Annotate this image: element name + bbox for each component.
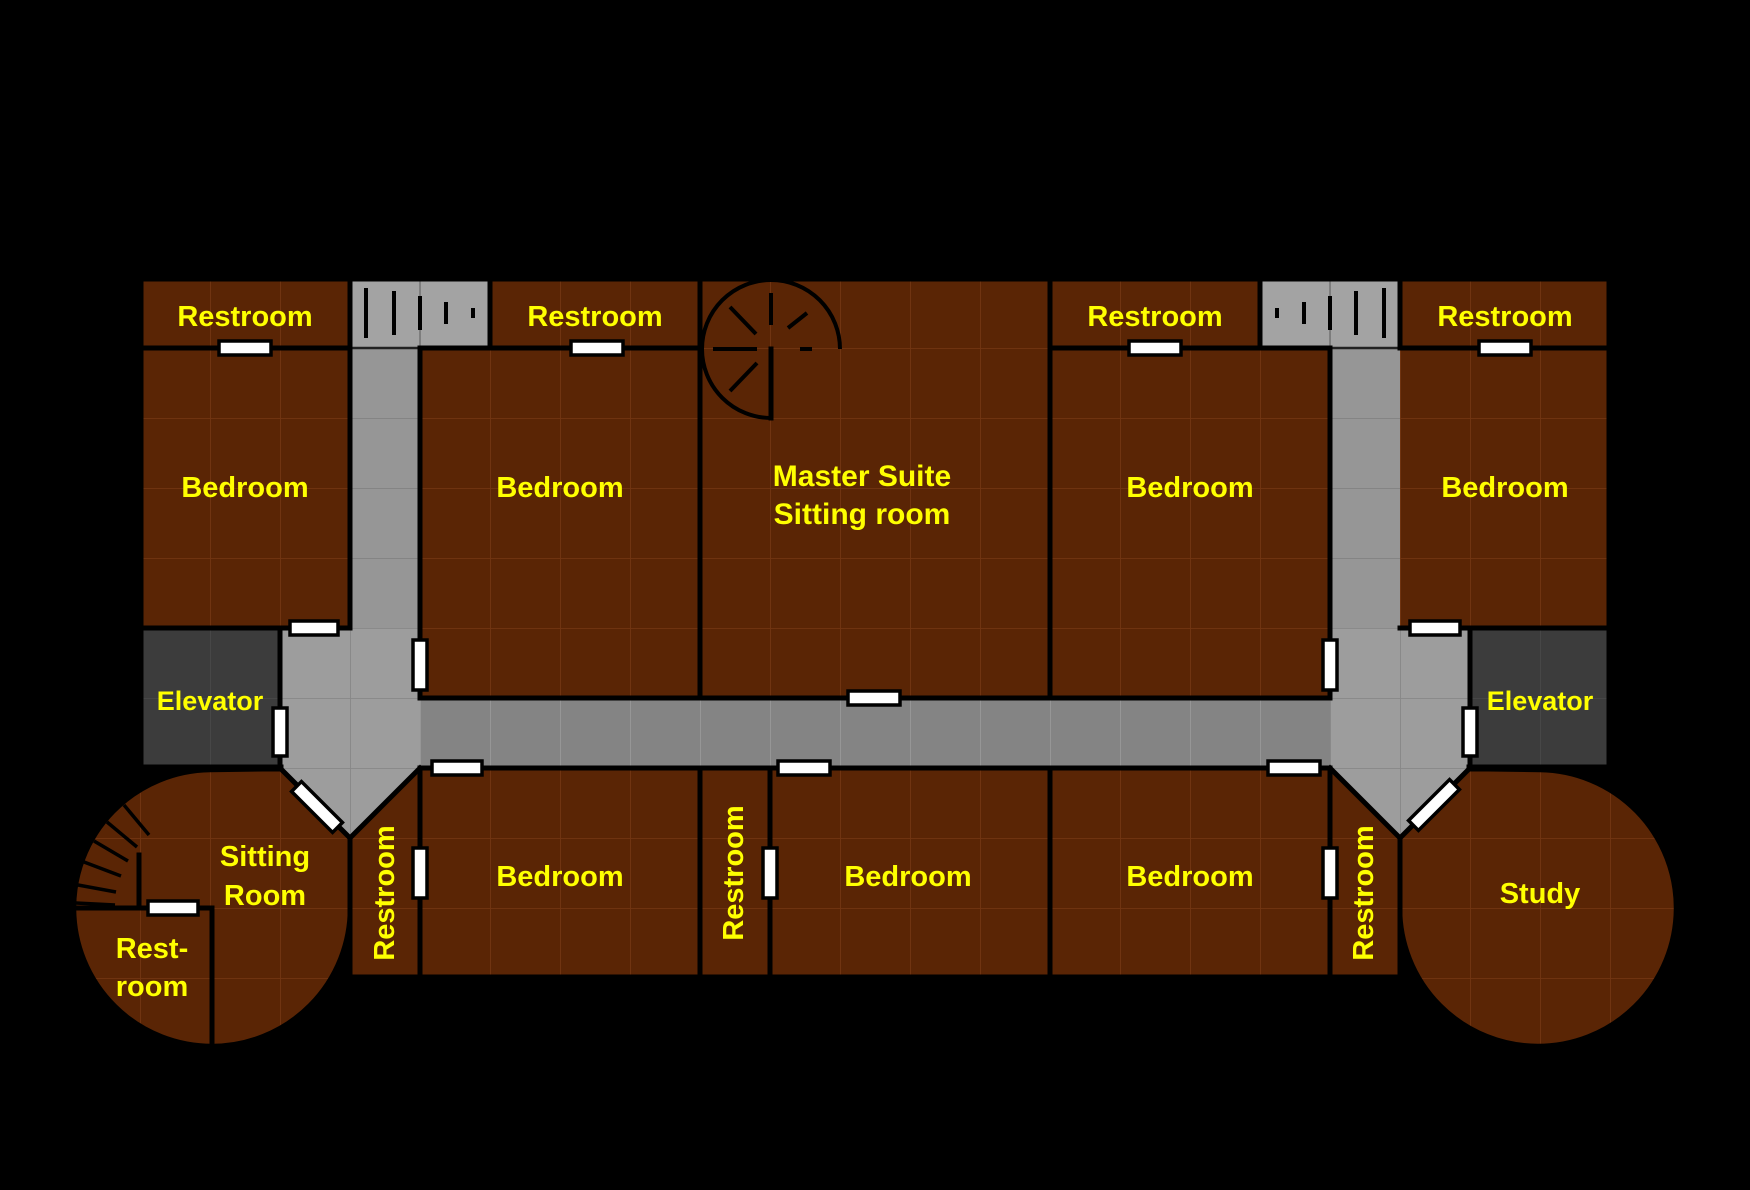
door-elevator-west xyxy=(271,706,289,758)
label-restroom-top-mid-right: Restroom xyxy=(1087,301,1222,333)
label-bedroom-west: Bedroom xyxy=(181,472,308,504)
label-restroom-south-center: Restroom xyxy=(718,805,750,940)
label-bedroom-mid-east: Bedroom xyxy=(1126,472,1253,504)
winder-stairs-icon xyxy=(75,803,151,907)
label-bedroom-south-east: Bedroom xyxy=(1126,861,1253,893)
label-elevator-west: Elevator xyxy=(157,686,264,716)
label-master-suite-line2: Sitting room xyxy=(774,498,951,531)
label-master-suite-line1: Master Suite xyxy=(773,460,951,493)
label-restroom-top-mid-left: Restroom xyxy=(527,301,662,333)
doors xyxy=(146,339,1533,917)
door-bedroom-south-east xyxy=(1266,759,1322,777)
door-restroom-top-mid-right xyxy=(1127,339,1183,357)
door-sitting-room-diagonal xyxy=(289,779,345,835)
tower-study xyxy=(1397,766,1679,1049)
door-restroom-south-center xyxy=(761,846,779,900)
room-labels: Restroom Restroom Restroom Restroom Bedr… xyxy=(116,301,1594,1003)
label-restroom-south-east: Restroom xyxy=(1348,825,1380,960)
door-bedroom-west xyxy=(288,619,340,637)
room-master-suite xyxy=(700,278,1050,698)
door-elevator-east xyxy=(1461,706,1479,758)
room-restroom-top-far-right xyxy=(1400,278,1610,348)
circulation-areas xyxy=(280,278,1470,838)
corridor-lobby-east xyxy=(1330,628,1470,838)
spiral-staircase-icon xyxy=(700,278,842,421)
door-bedroom-mid-east xyxy=(1321,638,1339,692)
room-bedroom-south-west xyxy=(420,768,700,978)
door-restroom-top-far-left xyxy=(217,339,273,357)
room-bedroom-mid-east xyxy=(1050,348,1330,698)
door-study-diagonal xyxy=(1406,777,1462,833)
label-restroom-south-west: Restroom xyxy=(369,825,401,960)
label-sitting-room-line2: Room xyxy=(224,880,306,912)
room-bedroom-west xyxy=(140,348,350,628)
room-restroom-top-mid-right xyxy=(1050,278,1260,348)
room-restroom-top-far-left xyxy=(140,278,350,348)
room-bedroom-south-center xyxy=(770,768,1050,978)
door-bedroom-south-west xyxy=(430,759,484,777)
label-tower-restroom-line1: Rest- xyxy=(116,933,189,965)
door-restroom-top-far-right xyxy=(1477,339,1533,357)
corridor-branch-west xyxy=(350,348,420,628)
corridor-main xyxy=(420,698,1330,768)
room-bedroom-east xyxy=(1400,348,1610,628)
door-bedroom-south-center xyxy=(776,759,832,777)
label-bedroom-east: Bedroom xyxy=(1441,472,1568,504)
room-elevator-west xyxy=(140,628,280,768)
room-restroom-south-center xyxy=(700,768,770,978)
label-elevator-east: Elevator xyxy=(1487,686,1594,716)
door-restroom-south-east xyxy=(1321,846,1339,900)
door-bedroom-mid-west xyxy=(411,638,429,692)
room-restroom-top-mid-left xyxy=(490,278,700,348)
label-bedroom-south-center: Bedroom xyxy=(844,861,971,893)
room-bedroom-south-east xyxy=(1050,768,1330,978)
exterior-walls xyxy=(136,274,1614,982)
label-sitting-room-line1: Sitting xyxy=(220,841,310,873)
door-restroom-top-mid-left xyxy=(569,339,625,357)
door-tower-restroom xyxy=(146,899,200,917)
label-restroom-top-far-left: Restroom xyxy=(177,301,312,333)
door-restroom-south-west xyxy=(411,846,429,900)
door-bedroom-east xyxy=(1408,619,1462,637)
room-bedroom-mid-west xyxy=(420,348,700,698)
corridor-branch-east xyxy=(1330,348,1400,628)
room-areas xyxy=(71,278,1679,1049)
label-bedroom-south-west: Bedroom xyxy=(496,861,623,893)
label-study: Study xyxy=(1500,878,1581,910)
door-master-suite xyxy=(846,689,902,707)
room-elevator-east xyxy=(1470,628,1610,768)
label-restroom-top-far-right: Restroom xyxy=(1437,301,1572,333)
corridor-lobby-west xyxy=(280,628,420,838)
label-tower-restroom-line2: room xyxy=(116,971,189,1003)
label-bedroom-mid-west: Bedroom xyxy=(496,472,623,504)
